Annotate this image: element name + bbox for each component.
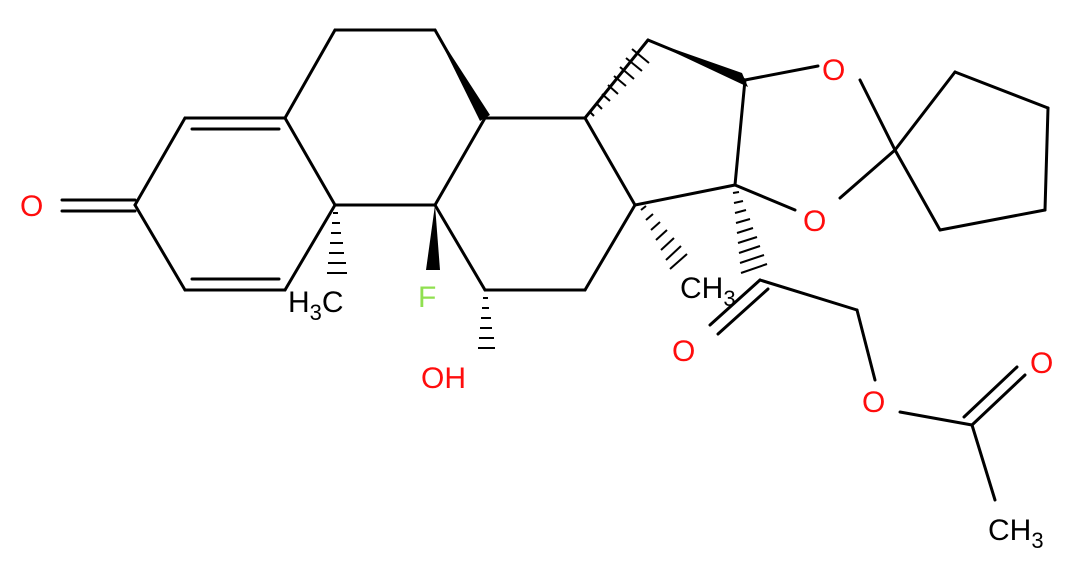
hash-c11-oh: [478, 297, 495, 349]
hash-c10-methyl: [327, 212, 347, 274]
bond-cp-2: [953, 70, 1050, 110]
bond-c5-c6: [283, 28, 337, 120]
bond-acyl-o-double: [962, 365, 1019, 419]
wedge-c7-c8: [435, 30, 490, 121]
atom-fluorine: F: [418, 281, 436, 314]
atom-acetyl-methyl: CH3: [988, 514, 1044, 553]
bond-cp-4: [938, 208, 1047, 232]
atom-methyl-c10: H3C: [288, 286, 344, 325]
atom-methyl-c13: CH3: [680, 272, 736, 311]
bond-c20-o-double: [716, 287, 770, 336]
bond-c11-c9: [433, 203, 487, 292]
bond-c13-c12: [583, 203, 637, 292]
atom-labels: O H3C F OH CH3 O O O O O CH3: [20, 54, 1053, 553]
hash-c17-c20: [732, 191, 768, 274]
bond-cp-1: [893, 70, 957, 152]
bond-c21-o: [855, 308, 877, 382]
bond-c2-c3: [133, 203, 187, 292]
bond-c16-o: [743, 64, 820, 82]
bond-c20-o: [708, 278, 762, 327]
atom-dioxolane-oxygen-top: O: [822, 54, 845, 87]
bond-acyl-o: [970, 373, 1027, 427]
bond-c10-c1: [283, 203, 337, 292]
atom-ester-carbonyl-oxygen: O: [1030, 347, 1053, 380]
atom-acyl-ketone-oxygen: O: [672, 335, 695, 368]
atom-hydroxyl: OH: [421, 362, 466, 395]
bond-c14-c13: [583, 116, 637, 207]
bond-cp-5: [893, 148, 942, 232]
bond-c17-c13: [633, 183, 737, 207]
bond-acyl-methyl: [970, 423, 997, 502]
bond-c16-c17: [733, 78, 747, 187]
bond-c17-o: [733, 183, 797, 212]
bond-c20-c21: [758, 278, 859, 312]
bond-c8-c9: [433, 116, 487, 207]
bond-cp-3: [1043, 106, 1050, 212]
stereo-bonds: [327, 30, 768, 349]
atom-dioxolane-oxygen-bottom: O: [803, 205, 826, 238]
bonds: [60, 28, 1050, 502]
bond-c5-c10: [283, 116, 337, 207]
wedge-c15-c16: [648, 40, 748, 87]
atom-ester-oxygen: O: [862, 386, 885, 419]
hash-c14-c15: [589, 48, 650, 117]
atom-ketone-oxygen: O: [20, 190, 43, 223]
bond-c3-c4: [133, 116, 187, 207]
bond-o-acyl: [898, 410, 974, 427]
bond-o-spiro-top: [858, 78, 897, 152]
bond-o-spiro-bottom: [838, 148, 897, 200]
wedge-c9-f: [426, 205, 440, 270]
hash-c13-methyl: [640, 205, 688, 270]
